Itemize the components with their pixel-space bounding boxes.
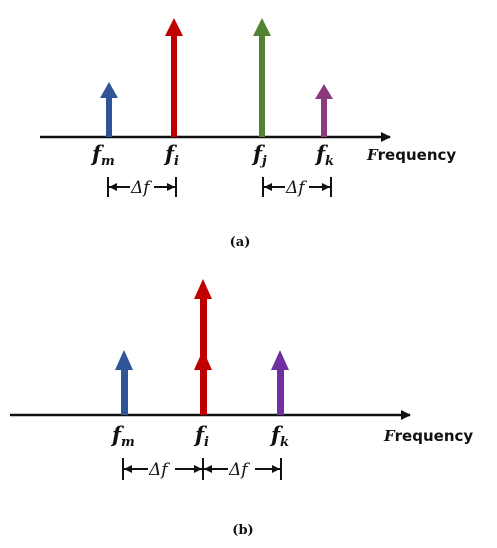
panel-a-tone-fk bbox=[315, 84, 333, 137]
panel-b-axis-label: Frequency bbox=[383, 427, 473, 445]
panel-a-label-fm: fm bbox=[90, 141, 115, 169]
panel-a-tone-fm bbox=[100, 82, 118, 137]
panel-a-tone-fk-arrowhead bbox=[315, 84, 333, 99]
panel-b-delta-spacing-left: Δf bbox=[122, 458, 204, 480]
panel-a-axis-label: Frequency bbox=[366, 146, 456, 164]
panel-b-delta-spacing-right: Δf bbox=[204, 458, 282, 480]
panel-a-tone-fj-shaft bbox=[259, 36, 265, 137]
panel-a-tone-fm-arrowhead bbox=[100, 82, 118, 98]
panel-b-caption: (b) bbox=[232, 523, 253, 538]
panel-a-delta-label-left: Δf bbox=[130, 178, 152, 198]
panel-b-tone-fk bbox=[271, 350, 289, 415]
panel-a-tone-fj bbox=[253, 18, 271, 137]
panel-a-tone-fk-shaft bbox=[321, 99, 327, 137]
panel-a-delta-spacing-right: Δf bbox=[262, 177, 332, 198]
panel-a: fm fi fj fk Frequency Δf Δf (a) bbox=[40, 18, 456, 250]
panel-b-tone-fi bbox=[194, 279, 212, 415]
panel-b-tone-fi-arrowhead-top bbox=[194, 279, 212, 299]
panel-b-tone-fm-shaft bbox=[121, 369, 128, 415]
panel-a-tone-fi bbox=[165, 18, 183, 137]
panel-b-tone-fk-arrowhead bbox=[271, 350, 289, 370]
panel-a-label-fi: fi bbox=[163, 141, 179, 169]
panel-b: fm fi fk Frequency Δf Δf (b) bbox=[10, 279, 473, 538]
panel-b-tone-fm-arrowhead bbox=[115, 350, 133, 370]
panel-a-tone-fj-arrowhead bbox=[253, 18, 271, 36]
panel-a-caption: (a) bbox=[230, 235, 251, 250]
panel-a-label-fk: fk bbox=[314, 141, 334, 169]
panel-a-tone-fi-arrowhead bbox=[165, 18, 183, 36]
panel-b-tone-fi-arrowhead-lower bbox=[194, 350, 212, 370]
panel-b-label-fi: fi bbox=[193, 422, 209, 450]
panel-b-delta-label-right: Δf bbox=[228, 460, 250, 480]
panel-a-delta-label-right: Δf bbox=[285, 178, 307, 198]
panel-b-tone-fk-shaft bbox=[277, 369, 284, 415]
panel-b-label-fm: fm bbox=[110, 422, 135, 450]
panel-a-tone-fi-shaft bbox=[171, 36, 177, 137]
panel-b-tone-fm bbox=[115, 350, 133, 415]
panel-a-tone-fm-shaft bbox=[106, 98, 112, 137]
panel-b-delta-label-left: Δf bbox=[148, 460, 170, 480]
panel-a-delta-spacing-left: Δf bbox=[107, 177, 177, 198]
panel-a-label-fj: fj bbox=[251, 141, 267, 169]
panel-b-label-fk: fk bbox=[269, 422, 289, 450]
